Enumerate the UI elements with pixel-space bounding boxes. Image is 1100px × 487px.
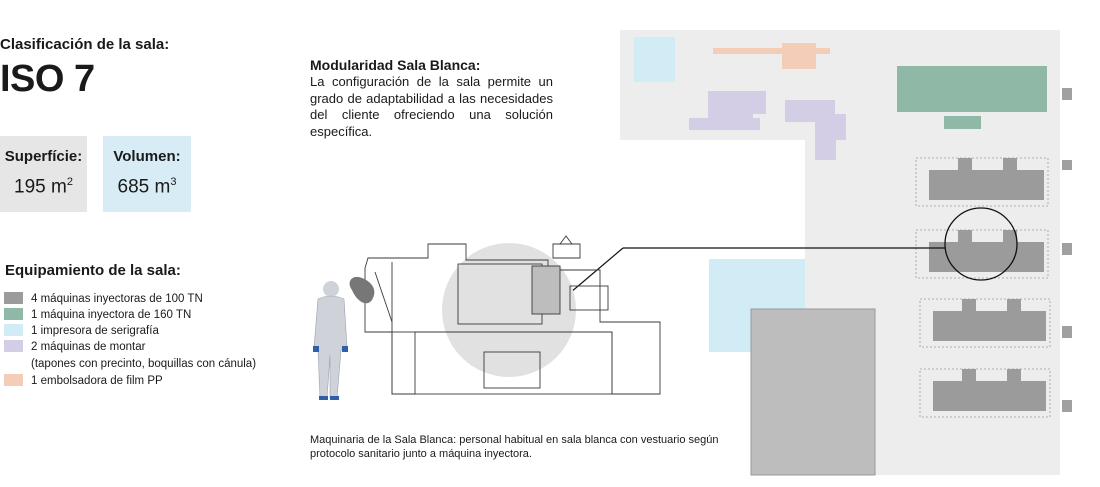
volume-label: Volumen:: [113, 148, 181, 165]
volume-number: 685 m: [117, 176, 171, 198]
legend-swatch: [4, 292, 23, 304]
legend-item-assembly-note: (tapones con precinto, boquillas con cán…: [4, 357, 256, 371]
injector-100-2: [929, 230, 1044, 272]
modularity-text: La configuración de la sala permite un g…: [310, 74, 553, 139]
legend-swatch: [4, 374, 23, 386]
volume-box: Volumen: 685 m3: [103, 136, 191, 212]
legend-swatch: [4, 308, 23, 320]
injector-100-4: [933, 369, 1046, 411]
legend-label: 4 máquinas inyectoras de 100 TN: [31, 293, 203, 305]
injector-160-block: [897, 66, 1047, 112]
service-area-outline: [750, 308, 876, 476]
surface-label: Superfície:: [4, 148, 83, 165]
callout-circle: [944, 207, 1018, 281]
surface-exponent: 2: [66, 176, 73, 188]
assembly-machine-1: [689, 91, 766, 130]
floor-plan: [620, 30, 1072, 476]
surface-number: 195 m: [14, 176, 67, 198]
room-floor: [620, 30, 1060, 475]
legend-swatch: [4, 324, 23, 336]
surface-box: Superfície: 195 m2: [0, 136, 87, 212]
legend-item-screen-printer: 1 impresora de serigrafía: [4, 324, 159, 338]
classification-label: Clasificación de la sala:: [0, 36, 170, 53]
legend-label: 1 embolsadora de film PP: [31, 375, 163, 387]
injector-160-base: [944, 116, 981, 129]
legend-item-injector-160: 1 máquina inyectora de 160 TN: [4, 308, 191, 322]
iso-class-value: ISO 7: [0, 58, 95, 100]
injection-unit: [349, 276, 375, 304]
injector-100-1: [929, 158, 1044, 200]
legend-label: 1 máquina inyectora de 160 TN: [31, 309, 192, 321]
legend-swatch: [4, 340, 23, 352]
equipment-title: Equipamiento de la sala:: [5, 262, 181, 279]
volume-exponent: 3: [170, 176, 177, 188]
legend-item-assembly: 2 máquinas de montar: [4, 340, 145, 354]
assembly-machine-2: [785, 100, 846, 160]
volume-value: 685 m3: [103, 176, 191, 198]
machine-footprints: [915, 157, 1051, 418]
modularity-title: Modularidad Sala Blanca:: [310, 57, 481, 73]
operator-figure: [313, 281, 348, 400]
wall-units: [1062, 88, 1072, 412]
surface-value: 195 m2: [0, 176, 87, 198]
legend-item-bagger: 1 embolsadora de film PP: [4, 374, 163, 388]
legend-label: 1 impresora de serigrafía: [31, 325, 159, 337]
legend-label: (tapones con precinto, boquillas con cán…: [31, 358, 257, 370]
machine-outline: [364, 235, 661, 395]
bagger-block-main: [782, 43, 816, 69]
legend-item-injector-100: 4 máquinas inyectoras de 100 TN: [4, 292, 203, 306]
illustration-caption: Maquinaria de la Sala Blanca: personal h…: [310, 434, 719, 460]
legend-label: 2 máquinas de montar: [31, 341, 146, 353]
service-area: [751, 309, 875, 475]
injector-100-3: [933, 299, 1046, 341]
injection-machine-drawing: [313, 235, 661, 400]
bagger-block: [713, 48, 830, 54]
screen-printer-block: [634, 37, 675, 82]
injector-100-machines: [929, 158, 1046, 411]
